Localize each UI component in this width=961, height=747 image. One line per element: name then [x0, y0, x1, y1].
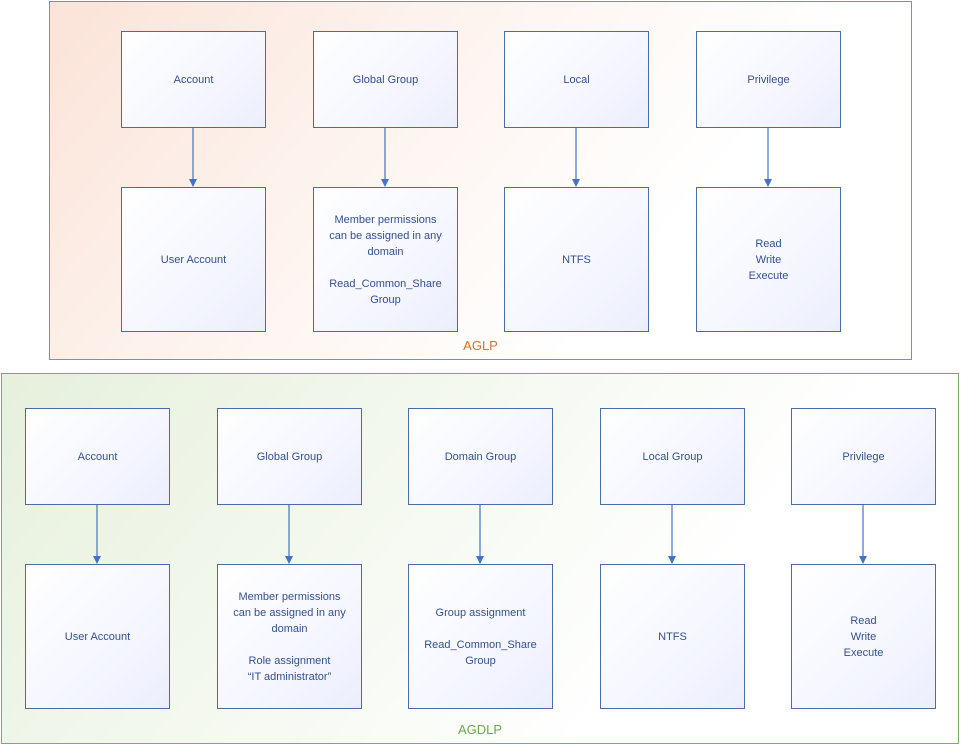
aglp-user-account-box: User Account	[121, 187, 266, 332]
agdlp-domain-group-box: Domain Group	[408, 408, 553, 505]
aglp-label: AGLP	[463, 338, 498, 353]
agdlp-label: AGDLP	[457, 722, 503, 737]
aglp-privilege-box: Privilege	[696, 31, 841, 128]
agdlp-local-group-box: Local Group	[600, 408, 745, 505]
agdlp-global-group-box: Global Group	[217, 408, 362, 505]
agdlp-member-permissions-box: Member permissions can be assigned in an…	[217, 564, 362, 709]
agdlp-ntfs-box: NTFS	[600, 564, 745, 709]
aglp-account-box: Account	[121, 31, 266, 128]
aglp-ntfs-box: NTFS	[504, 187, 649, 332]
aglp-local-box: Local	[504, 31, 649, 128]
aglp-global-group-box: Global Group	[313, 31, 458, 128]
agdlp-group-assignment-box: Group assignment Read_Common_Share Group	[408, 564, 553, 709]
aglp-rwx-box: Read Write Execute	[696, 187, 841, 332]
agdlp-rwx-box: Read Write Execute	[791, 564, 936, 709]
agdlp-user-account-box: User Account	[25, 564, 170, 709]
agdlp-privilege-box: Privilege	[791, 408, 936, 505]
agdlp-account-box: Account	[25, 408, 170, 505]
aglp-member-permissions-box: Member permissions can be assigned in an…	[313, 187, 458, 332]
